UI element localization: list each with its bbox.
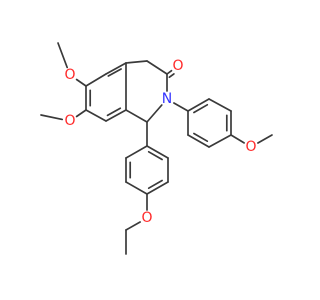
bond [85, 109, 107, 122]
bond [57, 42, 69, 69]
bond [125, 109, 148, 123]
bond [147, 179, 163, 190]
bond [105, 109, 127, 122]
bond [193, 103, 209, 114]
bond [107, 68, 122, 77]
structure-canvas: O O O N O O [40, 42, 273, 255]
bond [187, 98, 210, 112]
bond [106, 107, 122, 117]
atom-label-layer: O O O N O O [64, 58, 256, 226]
bond [193, 132, 209, 143]
structure-diagram: O O O N O O [40, 42, 273, 255]
bond [146, 145, 169, 159]
nitrogen-atom: N [162, 91, 172, 107]
bond [230, 134, 245, 144]
bond [75, 109, 87, 118]
bond [166, 69, 173, 75]
bond [125, 145, 148, 159]
oxygen-atom-ethoxy: O [141, 210, 152, 226]
bond [146, 181, 169, 195]
bond [187, 134, 210, 148]
bond-layer [40, 42, 273, 255]
bond [75, 78, 87, 87]
bond [105, 62, 127, 75]
bond [125, 60, 148, 64]
oxygen-atom-aryl-methoxy: O [245, 139, 256, 155]
bond [147, 150, 163, 161]
bond [125, 181, 148, 195]
oxygen-atom-carbonyl: O [172, 58, 183, 74]
bond [208, 134, 232, 148]
bond [40, 114, 64, 121]
bond [146, 104, 163, 123]
bond [85, 73, 107, 87]
bond [257, 134, 273, 144]
oxygen-atom-methoxy-7: O [64, 113, 75, 129]
bond [173, 102, 189, 112]
bond [168, 73, 175, 79]
oxygen-atom-methoxy-6: O [64, 67, 75, 83]
bond [146, 60, 168, 75]
bond [208, 98, 232, 112]
bond [125, 221, 141, 231]
